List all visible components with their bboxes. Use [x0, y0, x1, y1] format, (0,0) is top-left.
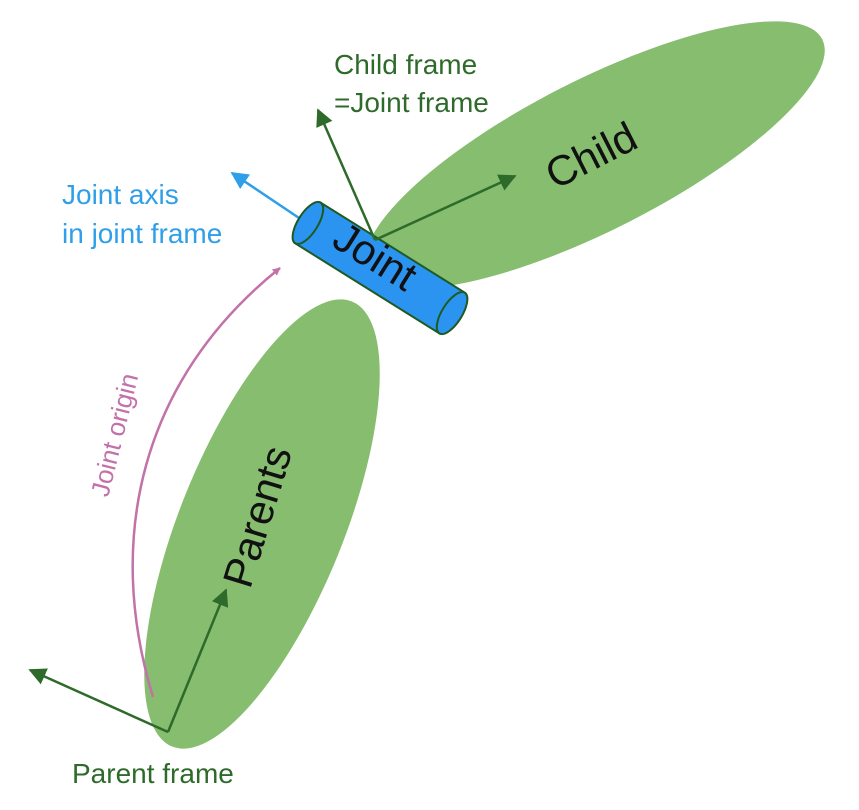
child-frame-label-line1: Child frame [334, 49, 477, 80]
joint-axis-label-line1: Joint axis [62, 179, 179, 210]
parent-frame-label: Parent frame [72, 758, 234, 789]
child-link [365, 21, 825, 289]
child-frame-x-arrow [374, 174, 517, 242]
parent-frame-x-arrow [28, 668, 169, 734]
parent-link [144, 299, 380, 749]
joint-axis-arrow [230, 171, 306, 224]
child-frame-z-arrow [316, 108, 377, 241]
parent-frame-y-arrow [166, 588, 229, 733]
joint-cylinder [291, 200, 469, 336]
joint-origin-arrow [131, 267, 281, 698]
joint-origin-label: Joint origin [85, 370, 145, 499]
child-frame-label-line2: =Joint frame [334, 87, 489, 118]
joint-axis-label-line2: in joint frame [62, 218, 222, 249]
